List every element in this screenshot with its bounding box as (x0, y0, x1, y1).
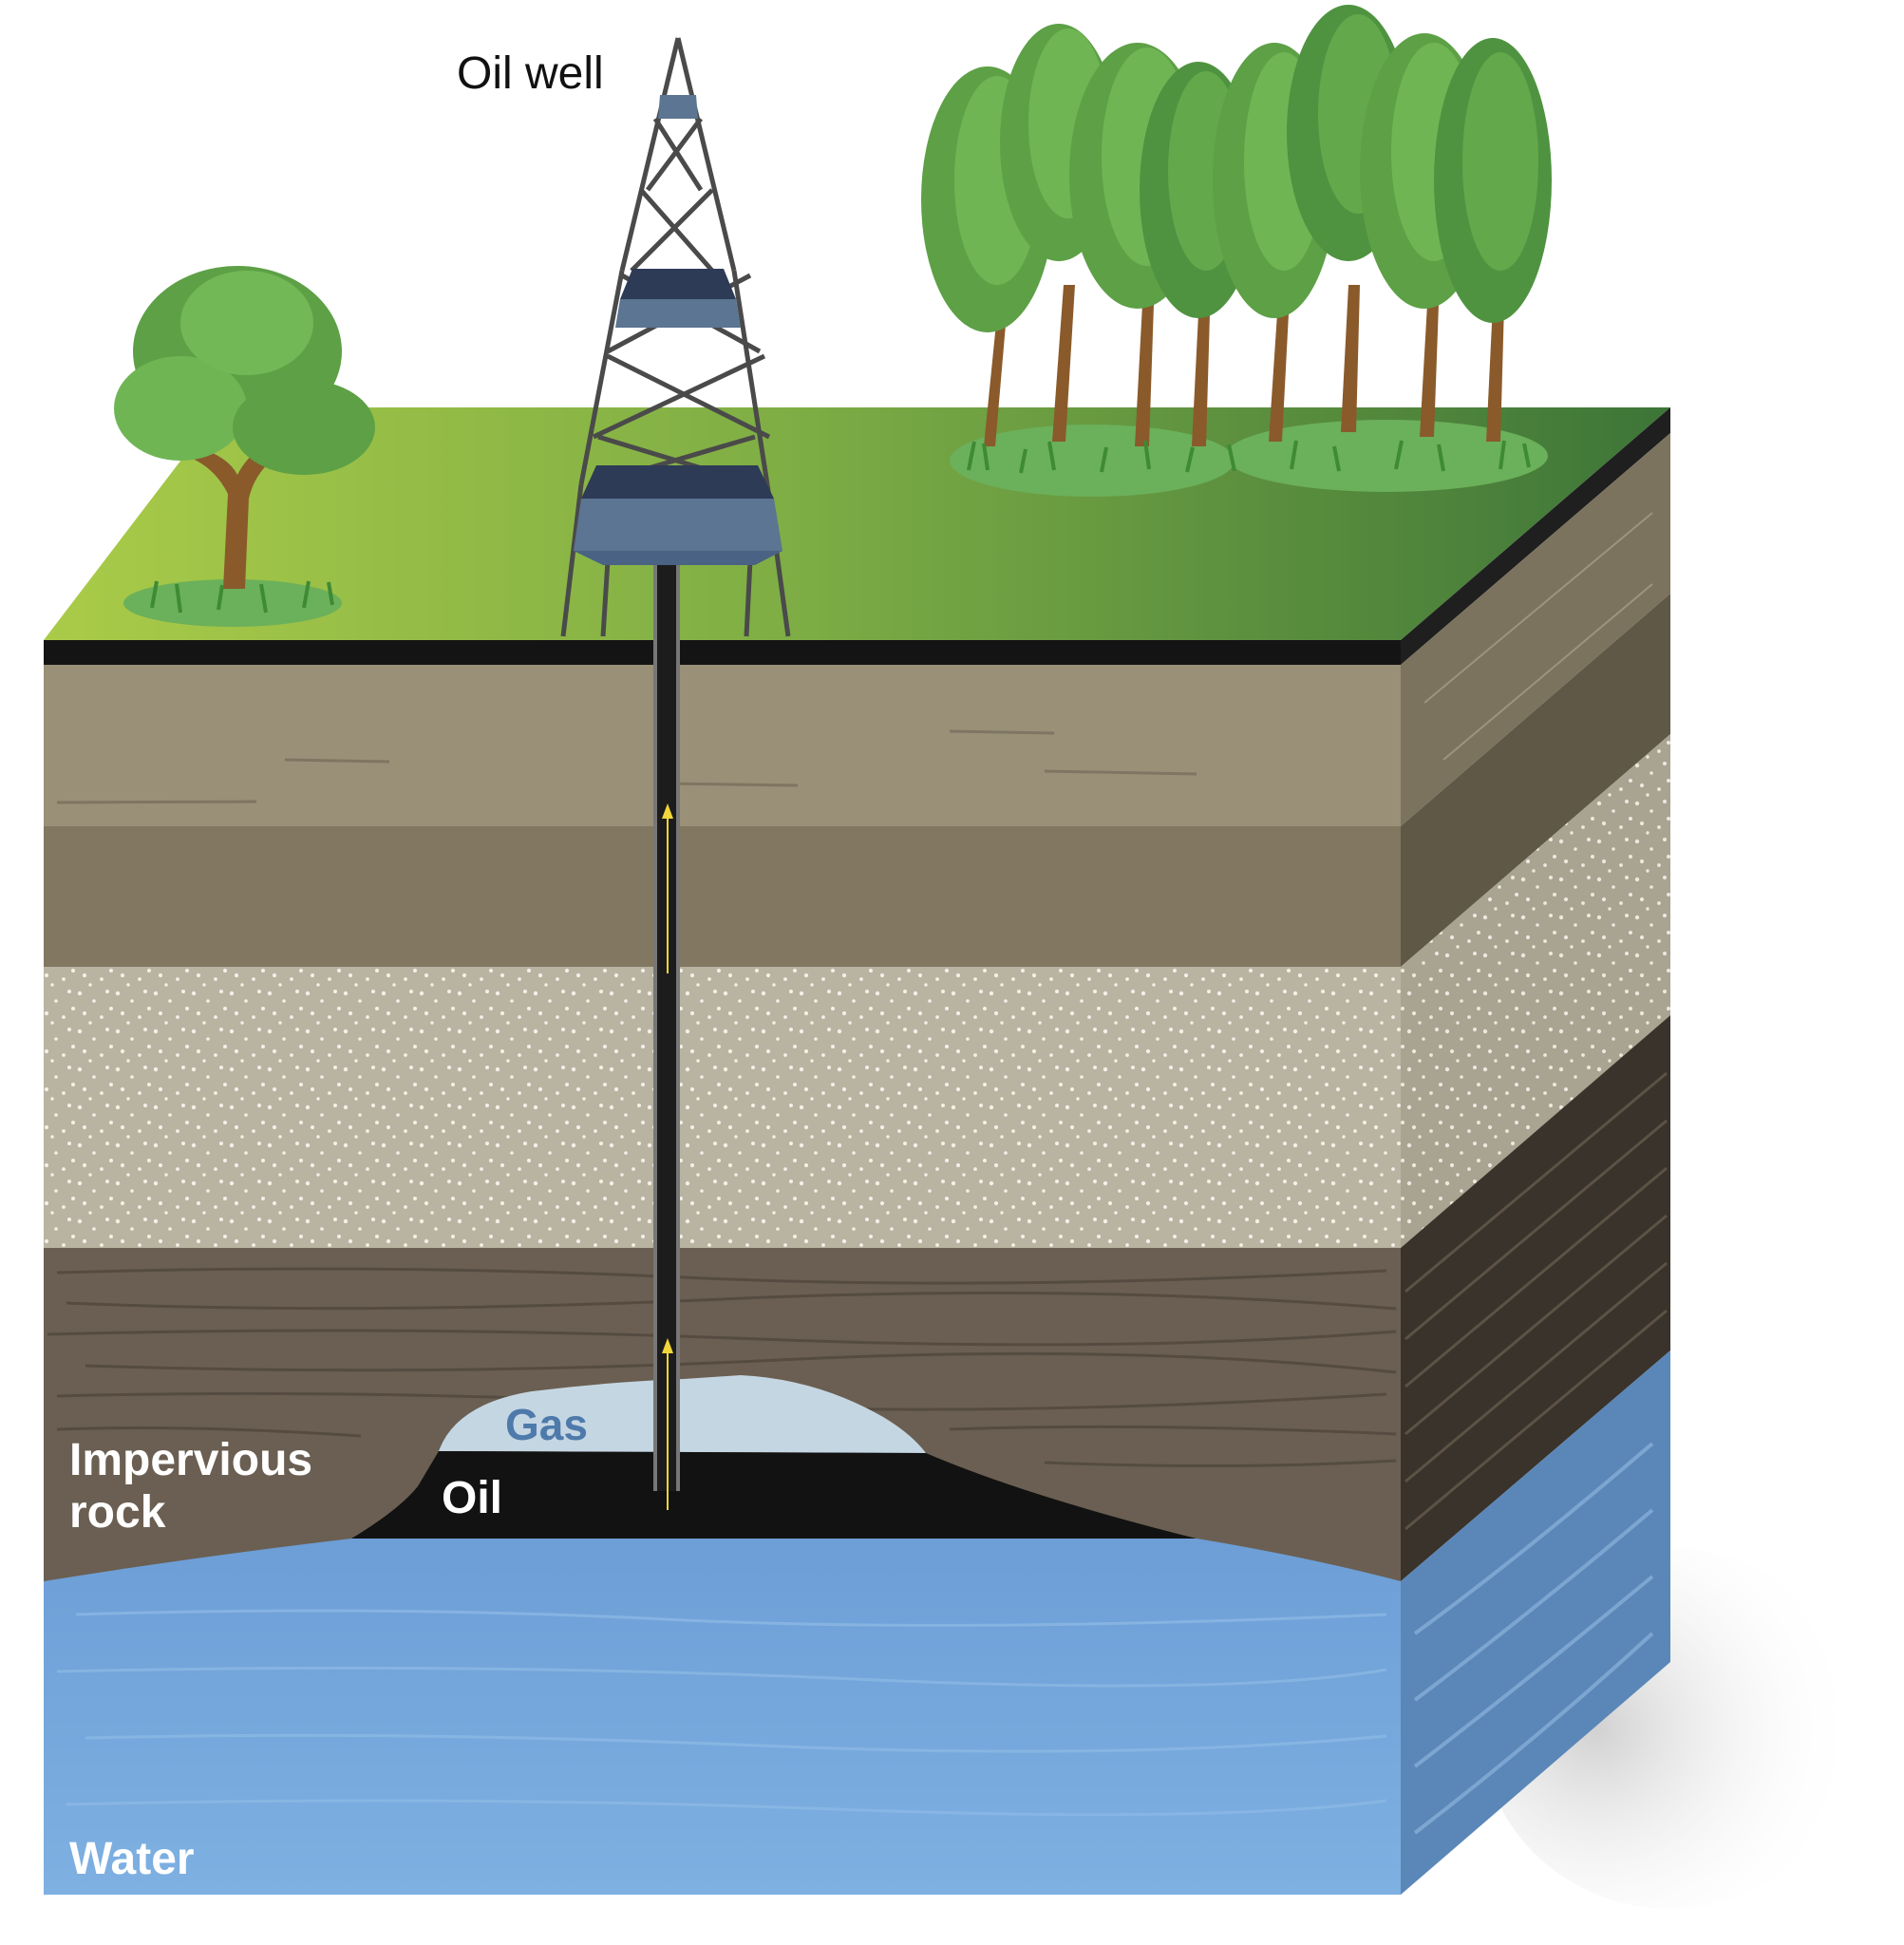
impervious-rock-label-line1: Impervious (69, 1435, 312, 1485)
topsoil-layer (44, 665, 1401, 826)
water-label: Water (69, 1834, 195, 1884)
tree-icon (1434, 38, 1552, 442)
clay-layer (44, 826, 1401, 967)
front-face (44, 665, 1401, 1895)
gas-label: Gas (505, 1400, 588, 1449)
oil-pocket (351, 1451, 1197, 1539)
derrick-platforms (574, 95, 782, 565)
side-face (1401, 433, 1670, 1895)
impervious-rock-label-line2: rock (69, 1487, 166, 1538)
arrow-up-icon (662, 1338, 673, 1510)
arrow-up-icon (662, 803, 673, 973)
oil-label: Oil (442, 1473, 502, 1523)
oil-well-label: Oil well (457, 48, 604, 99)
gas-pocket (439, 1375, 926, 1453)
tree-icon (114, 266, 375, 627)
tree-grove (921, 5, 1552, 497)
well-pipe (653, 565, 680, 1510)
water-layer (44, 1539, 1401, 1895)
